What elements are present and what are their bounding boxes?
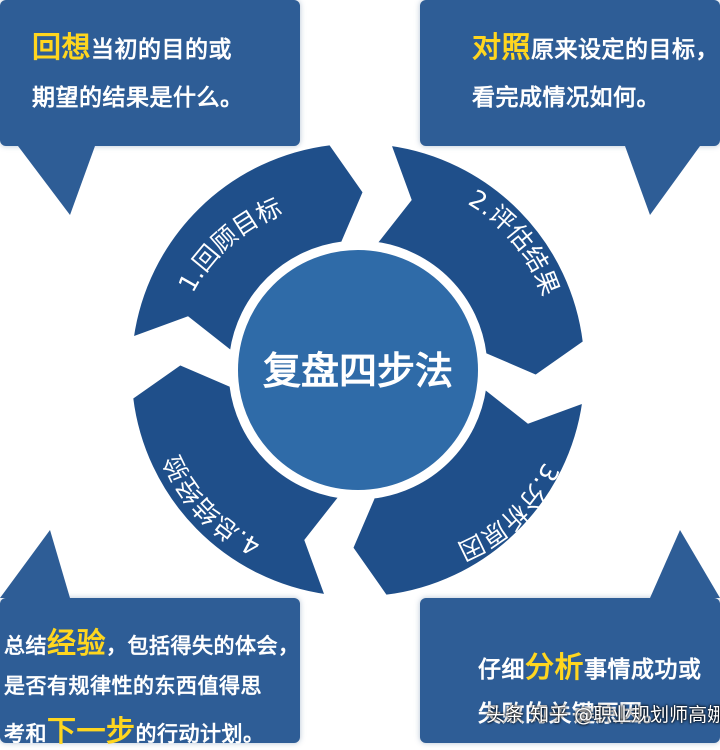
- pointer-tail-top-right: [625, 146, 700, 215]
- box-text: 失败的关键原因。: [478, 701, 666, 727]
- box-text: 原来设定的目标，: [531, 37, 720, 63]
- box-text: 是否有规律性的东西值得思: [4, 674, 262, 698]
- box-text: 当初的目的或: [91, 37, 233, 63]
- box-text: ，包括得失的体会，: [106, 634, 300, 658]
- box-bottom-right: 仔细分析事情成功或 失败的关键原因。: [420, 598, 720, 743]
- highlight-text: 对照: [472, 30, 532, 64]
- pointer-tail-top-left: [18, 146, 95, 215]
- box-text: 期望的结果是什么。: [32, 85, 244, 111]
- box-text: 的行动计划。: [135, 722, 265, 746]
- box-text: 看完成情况如何。: [472, 85, 660, 111]
- ring-segment-1: [130, 142, 366, 355]
- watermark-sub: 头条: [486, 704, 525, 726]
- box-text: 总结: [4, 634, 47, 658]
- box-top-left: 回想当初的目的或 期望的结果是什么。: [0, 0, 300, 146]
- highlight-text: 经验: [47, 626, 107, 660]
- highlight-text: 下一步: [47, 714, 136, 748]
- ring-segment-3: [350, 385, 586, 598]
- pointer-tail-bottom-left: [0, 530, 70, 598]
- box-text: 仔细: [478, 657, 525, 683]
- highlight-text: 回想: [32, 30, 92, 64]
- pointer-tail-bottom-right: [650, 530, 720, 598]
- center-circle: [234, 246, 482, 494]
- center-title: 复盘四步法: [263, 349, 453, 393]
- watermark-text: 知乎 @职业规划师高娜: [530, 704, 720, 726]
- box-text: 考和: [4, 722, 47, 746]
- box-text: 事情成功或: [584, 657, 702, 683]
- ring-segment-4: [130, 362, 343, 598]
- watermark: 头条 知乎 @职业规划师高娜: [486, 700, 720, 727]
- ring-segment-2: [373, 142, 586, 378]
- box-bottom-left: 总结经验，包括得失的体会， 是否有规律性的东西值得思 考和下一步的行动计划。: [0, 598, 300, 748]
- cycle-ring: [130, 142, 586, 598]
- highlight-text: 分析: [525, 650, 585, 684]
- box-top-right: 对照原来设定的目标， 看完成情况如何。: [420, 0, 720, 146]
